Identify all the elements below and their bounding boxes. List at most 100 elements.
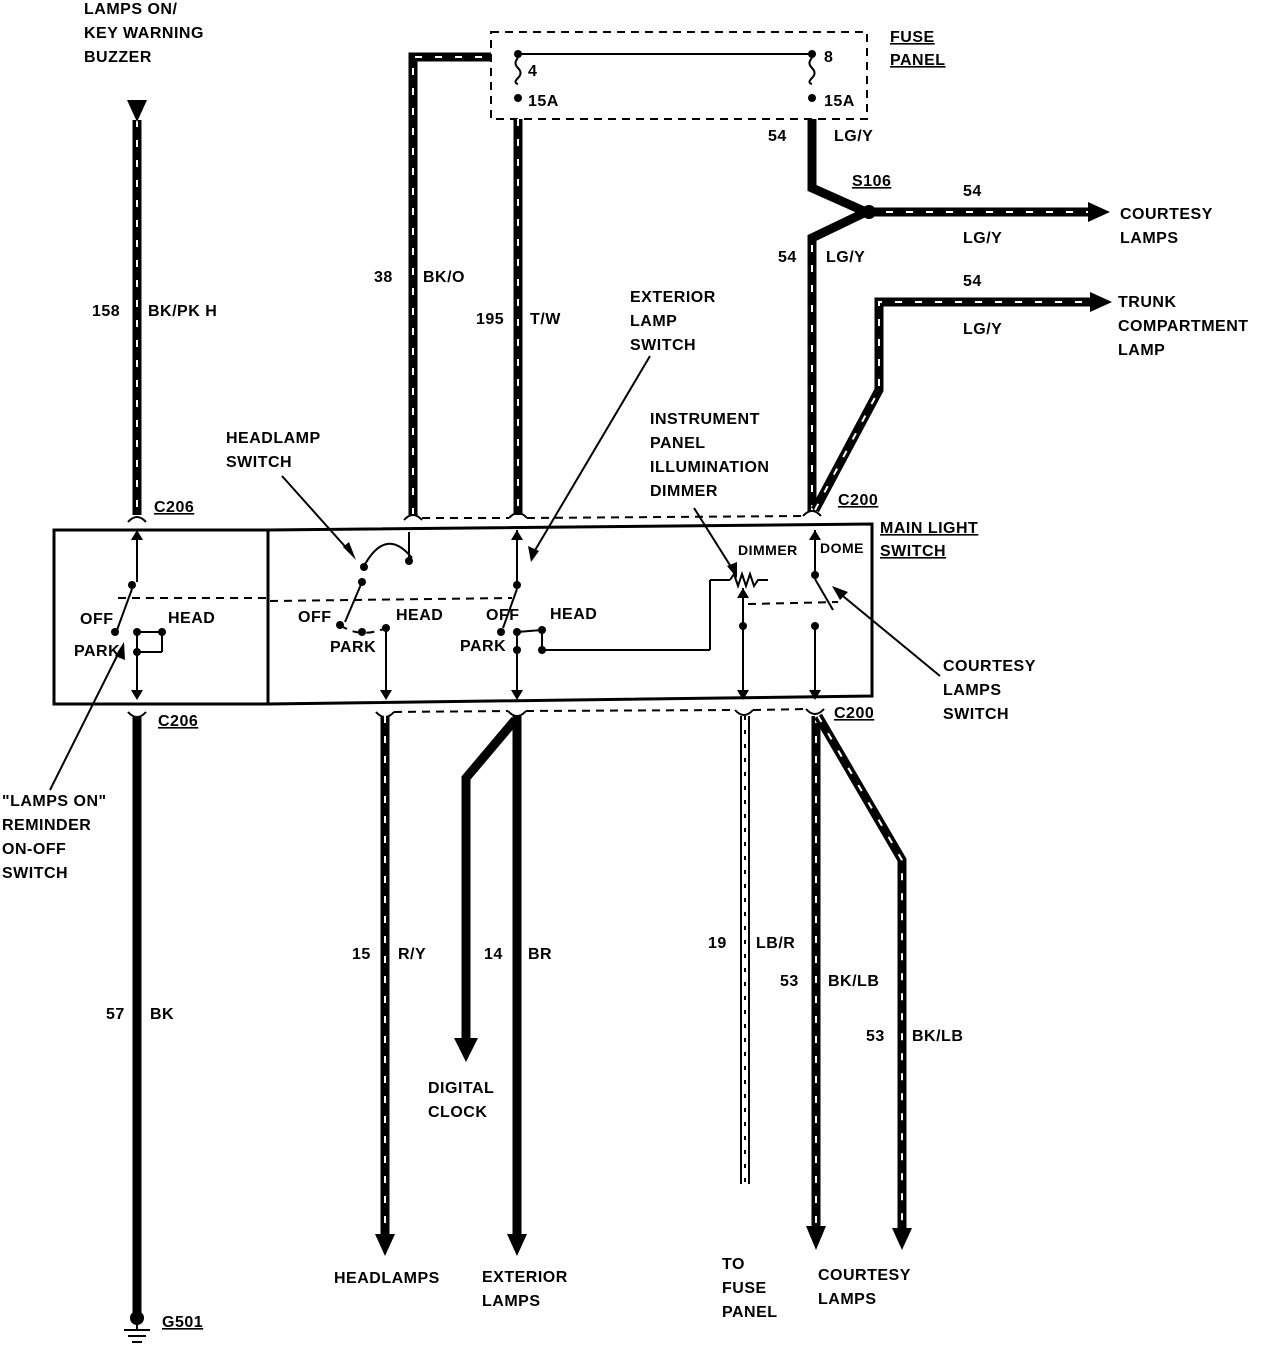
rheostat-icon [729,570,768,590]
wire-158-circuit: 158 [92,303,120,320]
wire-57-circuit: 57 [106,1006,125,1023]
connector-c200-bottom: C200 [834,705,874,722]
courtesy-switch-3: SWITCH [943,706,1009,723]
exterior-lamps-label-2: LAMPS [482,1293,541,1310]
wire-54-switch-color: LG/Y [826,249,865,266]
connector-c200-top: C200 [838,492,878,509]
wire-53a-color: BK/LB [828,973,879,990]
wire-53b-color: BK/LB [912,1028,963,1045]
reminder-label-1: "LAMPS ON" [2,793,107,810]
trunk-arrow-icon [1090,292,1112,312]
wire-15-circuit: 15 [352,946,371,963]
wire-54-fuse: 54 LG/Y [768,119,873,217]
wire-53a: 53 BK/LB [780,716,879,1250]
to-fuse-panel-3: PANEL [722,1304,778,1321]
headlamp-switch-1: HEADLAMP [226,430,321,447]
fuse-4-icon [514,57,522,85]
ip-dimmer-2: PANEL [650,435,706,452]
dimmer-label: DIMMER [738,542,798,558]
exterior-lamps-arrow-icon [507,1234,527,1256]
exterior-lamp-switch-1: EXTERIOR [630,289,716,306]
top-labels: LAMPS ON/ KEY WARNING BUZZER EXTERIOR LA… [84,1,769,578]
reminder-park: PARK [74,643,120,660]
fuse-panel-title-2: PANEL [890,52,946,69]
buzzer-label-3: BUZZER [84,49,152,66]
ground-g501: G501 [162,1314,203,1331]
reminder-label-2: REMINDER [2,817,91,834]
wire-15: 15 R/Y HEADLAMPS [334,716,440,1287]
fuse-panel-title-1: FUSE [890,29,935,46]
to-fuse-panel-2: FUSE [722,1280,767,1297]
courtesy-bottom-arrow-1-icon [806,1226,826,1250]
exterior-lamp-switch-2: LAMP [630,313,677,330]
wire-54-trunk-color: LG/Y [963,321,1002,338]
dome-label: DOME [820,540,864,556]
headlamp-park: PARK [330,639,376,656]
digital-clock-label-2: CLOCK [428,1104,487,1121]
wire-54-switch-circuit: 54 [778,249,797,266]
exterior-park: PARK [460,638,506,655]
wire-54-courtesy-circuit: 54 [963,183,982,200]
courtesy-lamps-top-2: LAMPS [1120,230,1179,247]
exterior-off: OFF [486,607,520,624]
digital-clock-label-1: DIGITAL [428,1080,494,1097]
splice-s106-label: S106 [852,173,891,190]
ip-dimmer-3: ILLUMINATION [650,459,769,476]
wire-15-color: R/Y [398,946,426,963]
wire-38-color: BK/O [423,269,465,286]
wire-19: 19 LB/R TO FUSE PANEL [708,716,795,1321]
connector-c206-top: C206 [154,499,194,516]
wire-54-trunk-circuit: 54 [963,273,982,290]
fuse-8-number: 8 [824,49,833,66]
reminder-label-3: ON-OFF [2,841,66,858]
exterior-lamp-switch-3: SWITCH [630,337,696,354]
exterior-lamps-label-1: EXTERIOR [482,1269,568,1286]
courtesy-lamps-bottom-1: COURTESY [818,1267,911,1284]
fuse-4-rating: 15A [528,93,559,110]
wire-14-color: BR [528,946,552,963]
fuse-panel: 4 15A 8 15A FUSE PANEL [490,29,946,120]
wire-57: G501 57 BK [106,716,203,1343]
wire-158-color: BK/PK H [148,303,217,320]
reminder-callout: "LAMPS ON" REMINDER ON-OFF SWITCH [2,642,125,882]
digital-clock-arrow-icon [454,1038,478,1062]
wire-195-color: T/W [530,311,561,328]
wire-54-courtesy-color: LG/Y [963,230,1002,247]
buzzer-label-2: KEY WARNING [84,25,204,42]
wire-53a-circuit: 53 [780,973,799,990]
headlamps-label: HEADLAMPS [334,1270,440,1287]
trunk-lamp-2: COMPARTMENT [1118,318,1249,335]
courtesy-switch-1: COURTESY [943,658,1036,675]
fuse-8-rating: 15A [824,93,855,110]
courtesy-lamps-top-1: COURTESY [1120,206,1213,223]
buzzer-label-1: LAMPS ON/ [84,1,177,18]
wire-54-fuse-color: LG/Y [834,128,873,145]
wire-38-circuit: 38 [374,269,393,286]
courtesy-switch-2: LAMPS [943,682,1002,699]
courtesy-lamps-bottom-2: LAMPS [818,1291,877,1308]
reminder-label-4: SWITCH [2,865,68,882]
trunk-lamp-3: LAMP [1118,342,1165,359]
courtesy-arrow-icon [1088,202,1110,222]
wire-14-circuit: 14 [484,946,503,963]
wire-19-color: LB/R [756,935,795,952]
buzzer-arrow-icon [127,100,147,122]
courtesy-switch-callout: COURTESY LAMPS SWITCH [832,586,1036,723]
reminder-head: HEAD [168,610,215,627]
wire-54-fuse-circuit: 54 [768,128,787,145]
wire-53b: 53 BK/LB COURTESY LAMPS [814,713,963,1308]
headlamp-head: HEAD [396,607,443,624]
trunk-lamp-1: TRUNK [1118,294,1177,311]
fuse-8-icon [808,57,816,85]
reminder-off: OFF [80,611,114,628]
courtesy-bottom-arrow-2-icon [892,1228,912,1250]
headlamp-switch-2: SWITCH [226,454,292,471]
wire-14: 14 BR EXTERIOR LAMPS DIGITAL CLOCK [428,716,568,1310]
wire-53b-circuit: 53 [866,1028,885,1045]
wire-54-trunk: 54 LG/Y TRUNK COMPARTMENT LAMP [811,273,1249,513]
wire-54-switch: 54 LG/Y [778,207,868,512]
ip-dimmer-4: DIMMER [650,483,718,500]
main-light-switch-title-1: MAIN LIGHT [880,520,978,537]
ip-dimmer-1: INSTRUMENT [650,411,760,428]
